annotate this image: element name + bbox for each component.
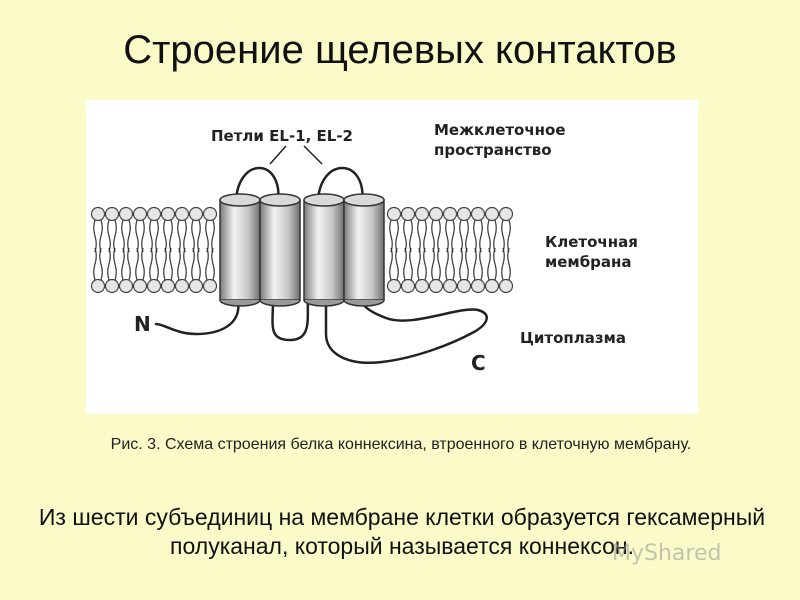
helix-3 [303, 193, 345, 307]
loop-pointer-lines [269, 145, 323, 165]
label-loops: Петли EL-1, EL-2 [211, 127, 353, 145]
helix-4 [343, 193, 385, 307]
label-cell-membrane: Клеточная мембрана [545, 233, 638, 271]
intracellular-loop-lines [154, 298, 488, 365]
helix-2 [259, 193, 301, 307]
body-text: Из шести субъединиц на мембране клетки о… [38, 504, 766, 559]
connexin-diagram: Петли EL-1, EL-2 Межклеточное пространст… [86, 100, 698, 414]
watermark: MyShared [612, 541, 722, 566]
label-intercellular-space: Межклеточное пространство [434, 121, 566, 159]
extracellular-loops [234, 166, 364, 206]
transmembrane-helices [219, 193, 385, 307]
label-n-terminus: N [134, 312, 151, 336]
helix-1 [219, 193, 261, 307]
diagram-graphic [90, 145, 514, 365]
slide-title: Строение щелевых контактов [123, 28, 677, 72]
figure-caption: Рис. 3. Схема строения белка коннексина,… [110, 436, 692, 453]
lipid-tails [93, 219, 511, 281]
label-cytoplasm: Цитоплазма [520, 329, 626, 347]
label-c-terminus: C [471, 351, 486, 375]
lipid-heads [90, 206, 514, 294]
